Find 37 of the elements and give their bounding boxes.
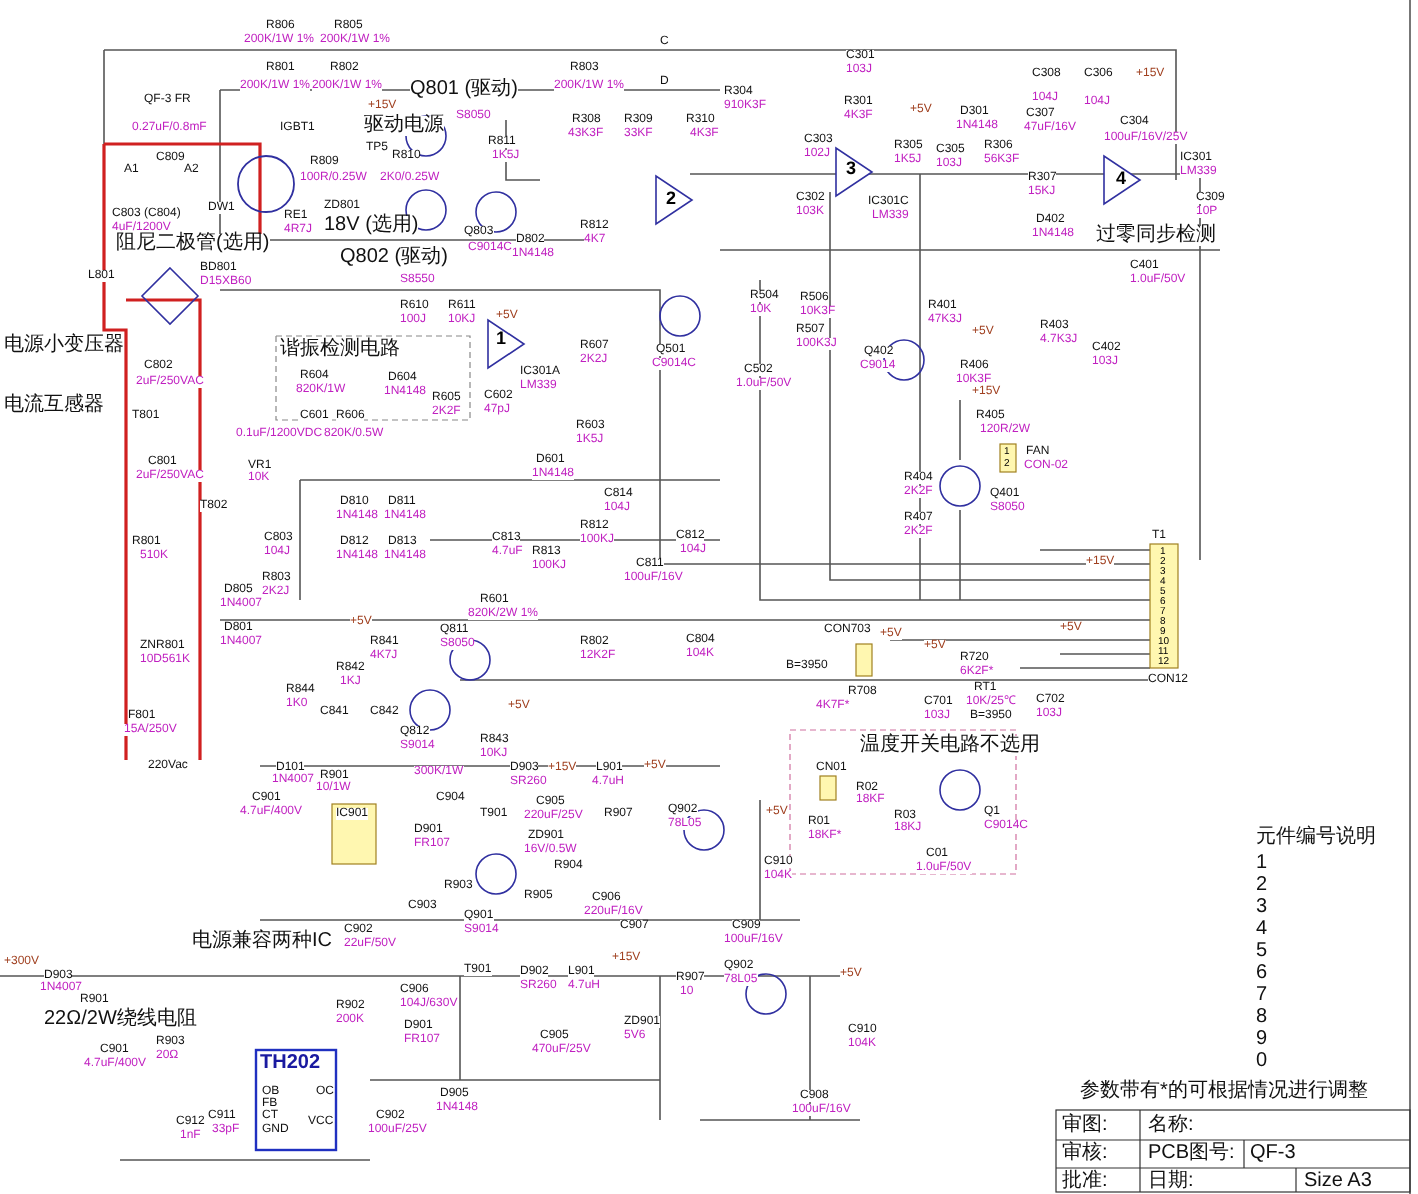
- table-text: PCB图号:: [1148, 1144, 1235, 1164]
- table-text: 0: [1256, 1052, 1268, 1072]
- opamp-number: 2: [666, 190, 677, 208]
- note-text: 过零同步检测: [1096, 226, 1216, 246]
- note-text: 驱动电源: [364, 116, 444, 136]
- note-text: 温度开关电路不选用: [860, 736, 1040, 756]
- table-text: 批准:: [1062, 1172, 1108, 1192]
- note-text: Q802 (驱动): [340, 248, 448, 268]
- table-text: 4: [1256, 920, 1268, 940]
- note-text: 参数带有*的可根据情况进行调整: [1080, 1082, 1368, 1102]
- opamp-number: 3: [846, 160, 857, 178]
- table-text: 6: [1256, 964, 1268, 984]
- note-text: 电源小变压器: [4, 336, 124, 356]
- table-text: 2: [1256, 876, 1268, 896]
- table-text: 审核:: [1062, 1144, 1108, 1164]
- chip-label: TH202: [260, 1054, 321, 1074]
- table-text: QF-3: [1250, 1144, 1296, 1164]
- note-text: 元件编号说明: [1256, 828, 1376, 848]
- table-text: Size A3: [1304, 1172, 1372, 1192]
- table-text: 名称:: [1148, 1116, 1194, 1136]
- note-text: 阻尼二极管(选用): [116, 234, 270, 254]
- note-text: 谐振检测电路: [280, 340, 400, 360]
- opamp-number: 4: [1116, 170, 1127, 188]
- note-text: 电源兼容两种IC: [192, 932, 332, 952]
- table-text: 9: [1256, 1030, 1268, 1050]
- note-text: 电流互感器: [4, 396, 104, 416]
- note-text: 22Ω/2W绕线电阻: [44, 1010, 197, 1030]
- opamp-number: 1: [496, 330, 507, 348]
- table-text: 8: [1256, 1008, 1268, 1028]
- table-text: 7: [1256, 986, 1268, 1006]
- table-text: 1: [1256, 854, 1268, 874]
- table-text: 5: [1256, 942, 1268, 962]
- note-text: 18V (选用): [324, 216, 419, 236]
- note-text: Q801 (驱动): [410, 80, 518, 100]
- table-text: 审图:: [1062, 1116, 1108, 1136]
- table-text: 3: [1256, 898, 1268, 918]
- table-text: 日期:: [1148, 1172, 1194, 1192]
